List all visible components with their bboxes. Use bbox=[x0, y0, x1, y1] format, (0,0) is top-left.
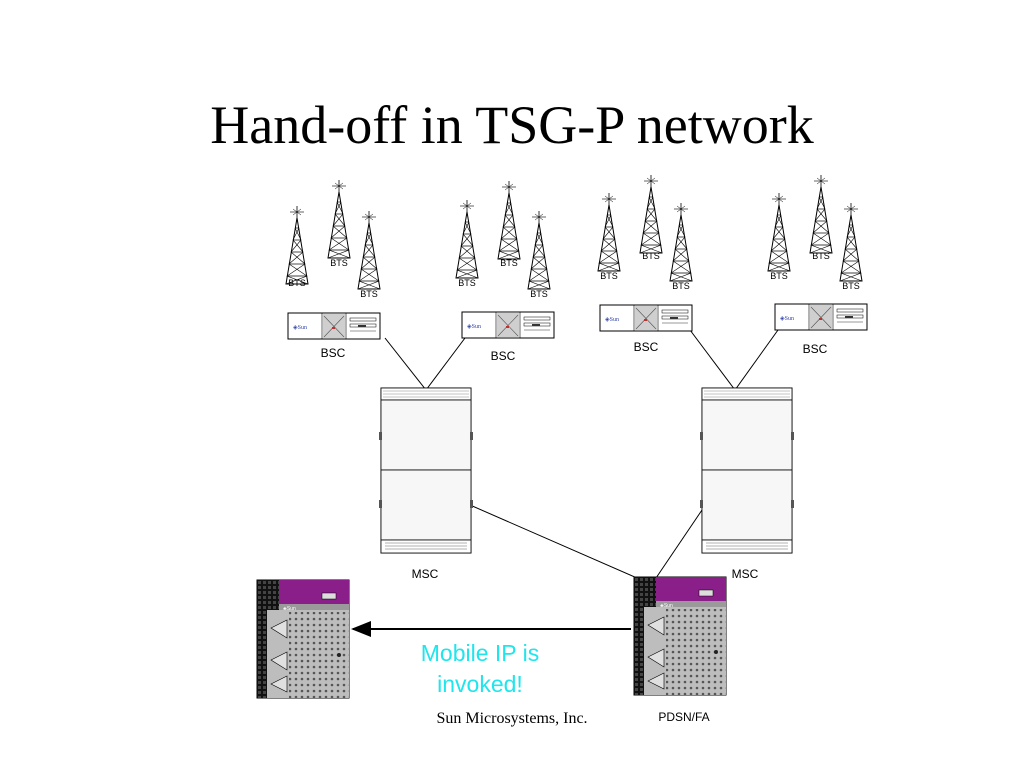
radio-tower-icon bbox=[669, 202, 693, 282]
radio-tower-icon bbox=[767, 192, 791, 272]
link-msc1-pdsn bbox=[469, 504, 638, 579]
radio-tower-icon bbox=[809, 174, 833, 254]
link-msc2-pdsn bbox=[655, 509, 703, 579]
radio-tower-icon bbox=[357, 210, 381, 290]
radio-tower-icon bbox=[597, 192, 621, 272]
callout-line-2: invoked! bbox=[437, 671, 523, 698]
link-bsc1-msc1 bbox=[384, 337, 427, 391]
radio-tower-icon bbox=[639, 174, 663, 254]
bts-label: BTS bbox=[288, 278, 306, 288]
footer-text: Sun Microsystems, Inc. bbox=[436, 710, 588, 727]
bsc-unit-icon bbox=[461, 311, 555, 339]
bts-label: BTS bbox=[770, 271, 788, 281]
msc-label: MSC bbox=[731, 567, 759, 581]
msc-cabinet-icon bbox=[378, 387, 474, 554]
bts-label: BTS bbox=[360, 289, 378, 299]
bts-label: BTS bbox=[330, 258, 348, 268]
callout-line-1: Mobile IP is bbox=[420, 640, 540, 666]
bts-label: BTS bbox=[600, 271, 618, 281]
bsc-label: BSC bbox=[802, 342, 828, 356]
bsc-label: BSC bbox=[320, 346, 346, 360]
slide-title: Hand-off in TSG-P network bbox=[210, 95, 814, 155]
bts-label: BTS bbox=[530, 289, 548, 299]
link-bsc3-msc2 bbox=[689, 329, 736, 391]
connection-lines bbox=[384, 329, 779, 579]
bsc-unit-icon bbox=[287, 312, 381, 340]
bsc-unit-icon bbox=[599, 304, 693, 332]
bts-label: BTS bbox=[672, 281, 690, 291]
radio-tower-icon bbox=[839, 202, 863, 282]
bts-label: BTS bbox=[500, 258, 518, 268]
radio-tower-icon bbox=[455, 199, 479, 279]
radio-tower-icon bbox=[497, 180, 521, 260]
pdsn-server-icon bbox=[633, 576, 727, 696]
radio-tower-icon bbox=[527, 210, 551, 290]
radio-tower-icon bbox=[285, 205, 309, 285]
msc-cabinet-icon bbox=[699, 387, 795, 554]
bts-label: BTS bbox=[812, 251, 830, 261]
server-icon bbox=[256, 579, 350, 699]
bsc-label: BSC bbox=[633, 340, 659, 354]
link-bsc2-msc1 bbox=[425, 337, 466, 391]
bts-label: BTS bbox=[458, 278, 476, 288]
msc-label: MSC bbox=[411, 567, 439, 581]
bsc-unit-icon bbox=[774, 303, 868, 331]
radio-tower-icon bbox=[327, 179, 351, 259]
bsc-label: BSC bbox=[490, 349, 516, 363]
link-bsc4-msc2 bbox=[734, 329, 779, 391]
bts-label: BTS bbox=[842, 281, 860, 291]
mobile-ip-callout: Mobile IP is invoked! bbox=[380, 638, 580, 700]
pdsn-label: PDSN/FA bbox=[658, 710, 710, 724]
bts-label: BTS bbox=[642, 251, 660, 261]
